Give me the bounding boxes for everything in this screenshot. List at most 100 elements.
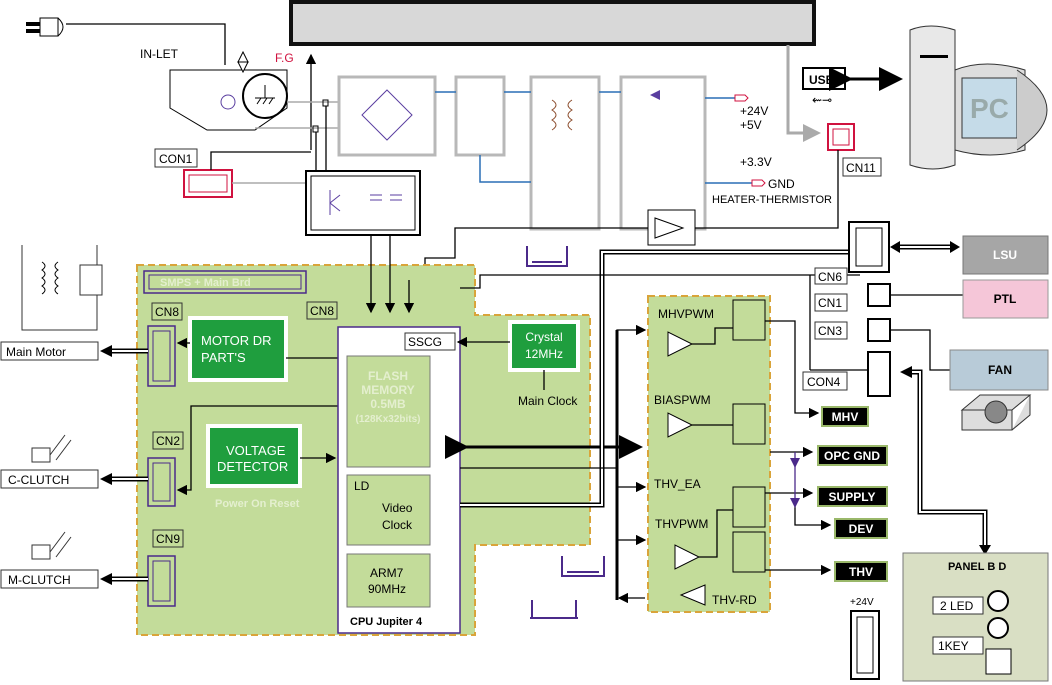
inlet-label: IN-LET <box>140 47 179 61</box>
filter-block <box>454 75 506 157</box>
main-motor-icon <box>21 245 103 331</box>
motor-dr-block <box>188 316 288 382</box>
display-bar <box>289 0 816 46</box>
arm7-label: ARM7 <box>370 566 404 580</box>
bridge-rectifier <box>337 75 437 157</box>
fan-box <box>949 349 1049 391</box>
panel-key-label: 1KEY <box>938 639 969 653</box>
transformer-block <box>529 75 601 231</box>
voltage-detector-label-2: DETECTOR <box>217 459 288 474</box>
triac-block <box>305 170 421 236</box>
flash-label-3: 0.5MB <box>370 397 406 411</box>
m-clutch-label: M-CLUTCH <box>8 573 71 587</box>
inlet-icon <box>169 50 288 131</box>
cn2-connector <box>147 457 176 507</box>
hvps-opamps <box>667 331 706 606</box>
flash-label-2: MEMORY <box>361 383 415 397</box>
cn8-right-label: CN8 <box>310 304 334 318</box>
main-clock-label: Main Clock <box>518 394 578 408</box>
power-plug-icon <box>26 17 226 65</box>
cn11-label: CN11 <box>846 161 876 175</box>
ptl-label: PTL <box>994 292 1017 306</box>
arm7-clock-label: 90MHz <box>368 582 406 596</box>
motor-dr-label-1: MOTOR DR <box>201 333 272 348</box>
power-on-reset-label: Power On Reset <box>215 498 300 510</box>
ld-block <box>346 474 431 546</box>
c-clutch-icon <box>31 434 72 463</box>
con4-label: CON4 <box>807 375 841 389</box>
board-header-label: SMPS + Main Brd <box>160 277 251 289</box>
con1-label-box <box>154 148 198 168</box>
main-motor-label: Main Motor <box>6 345 66 359</box>
cn3-label: CN3 <box>818 324 842 338</box>
cpu-name-label: CPU Jupiter 4 <box>350 616 423 628</box>
panel-title: PANEL B D <box>948 561 1006 573</box>
output-opc-gnd: OPC GND <box>824 449 880 463</box>
video-label: Video <box>382 501 413 515</box>
thvpwm-label: THVPWM <box>655 517 708 531</box>
mhvpwm-label: MHVPWM <box>658 307 714 321</box>
led-icon <box>987 590 1009 612</box>
key-button-icon <box>985 648 1012 675</box>
con4-connector <box>867 351 891 397</box>
cn1-label: CN1 <box>818 296 842 310</box>
c-clutch-box <box>0 469 99 489</box>
flash-label-4: (128Kx32bits) <box>355 414 420 425</box>
con1-label: CON1 <box>159 152 193 166</box>
ptl-box <box>962 279 1049 319</box>
m-clutch-icon <box>31 531 72 560</box>
biaspwm-label: BIASPWM <box>654 393 711 407</box>
motor-dr-label-2: PART'S <box>201 350 246 365</box>
lsu-box <box>962 235 1049 275</box>
hv-outputs: MHV OPC GND SUPPLY DEV THV <box>817 406 888 582</box>
voltage-detector-block <box>206 424 302 488</box>
output-supply: SUPPLY <box>829 490 876 504</box>
fan-icon <box>960 394 1032 431</box>
cn1-connector <box>867 283 891 307</box>
clock-label: Clock <box>382 518 413 532</box>
v24-label: +24V <box>740 104 768 118</box>
cn8-connector <box>147 325 176 387</box>
cn9-label: CN9 <box>156 532 180 546</box>
cn11-connector <box>827 123 855 151</box>
m-clutch-box <box>0 569 99 589</box>
main-motor-box <box>0 341 99 361</box>
thv-ea-label: THV_EA <box>654 477 701 491</box>
arm7-block <box>346 553 431 608</box>
panel-led-label: 2 LED <box>940 599 974 613</box>
lsu-connector <box>848 221 890 273</box>
sscg-label: SSCG <box>408 335 442 349</box>
pc-label: PC <box>970 93 1009 124</box>
crystal-label-1: Crystal <box>525 330 562 344</box>
v24-connector-label: +24V <box>850 597 874 608</box>
hvps-transformers <box>732 299 766 573</box>
output-rectifier-block <box>619 75 707 231</box>
thermistor-opamp <box>647 209 696 246</box>
usb-label: USB <box>809 73 835 87</box>
voltage-detector-label-1: VOLTAGE <box>226 443 286 458</box>
ld-label: LD <box>354 479 370 493</box>
flash-label-1: FLASH <box>368 369 408 383</box>
usb-icon: ⇜⊸ <box>812 93 832 107</box>
output-mhv: MHV <box>832 410 859 424</box>
cn8-left-label: CN8 <box>155 305 179 319</box>
fg-label: F.G <box>275 51 294 65</box>
cn3-connector <box>867 318 891 342</box>
gnd-label: GND <box>768 177 795 191</box>
v5-label: +5V <box>740 118 762 132</box>
fan-label: FAN <box>988 363 1012 377</box>
lsu-label: LSU <box>993 248 1017 262</box>
crystal-block <box>508 320 580 372</box>
led-icon <box>987 617 1009 639</box>
flash-memory-block <box>346 355 431 468</box>
con1-connector <box>183 169 233 198</box>
cn2-label: CN2 <box>156 434 180 448</box>
cn6-label: CN6 <box>818 270 842 284</box>
c-clutch-label: C-CLUTCH <box>8 473 69 487</box>
output-thv: THV <box>849 565 873 579</box>
v33-label: +3.3V <box>740 155 772 169</box>
panel-board <box>902 552 1049 682</box>
v24-connector <box>850 610 880 680</box>
output-dev: DEV <box>849 522 874 536</box>
